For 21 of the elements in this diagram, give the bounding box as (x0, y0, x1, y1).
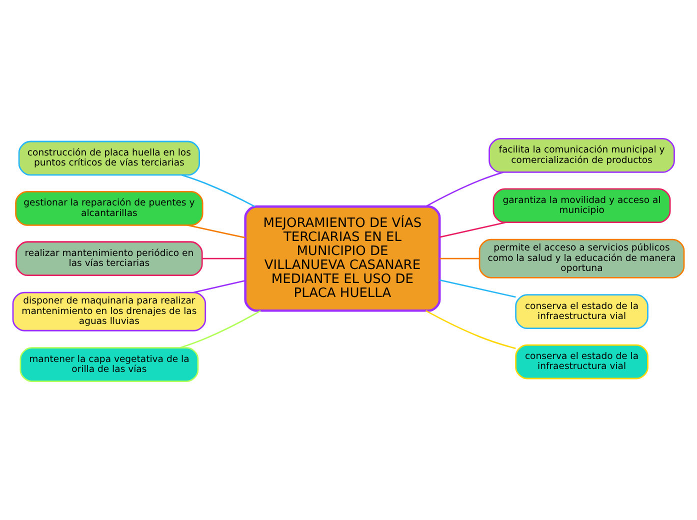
node-box: facilita la comunicación municipal y comercialización de productos (488, 138, 675, 173)
connector (439, 222, 506, 238)
connector (182, 174, 256, 208)
connector (194, 280, 246, 294)
connector (187, 224, 246, 238)
connector (180, 310, 261, 348)
node-box: permite el acceso a servicios públicos como la salud y la educación de manera oportuna (478, 238, 685, 278)
connector (439, 279, 516, 298)
connector (202, 258, 246, 260)
node-box: realizar mantenimiento periódico en las vías terciarias (16, 241, 203, 276)
node-box: conserva el estado de la infraestructura vial (515, 344, 648, 380)
connector (440, 258, 480, 260)
node-box: mantener la capa vegetativa de la orilla de las vías (20, 347, 199, 382)
node-box: garantiza la movilidad y acceso al municipio (492, 188, 671, 224)
node-box: gestionar la reparación de puentes y alcantarillas (15, 191, 204, 226)
node-box: disponer de maquinaria para realizar mantenimiento en los drenajes de las aguas lluvias (12, 292, 206, 332)
node-box: construcción de placa huella en los puntos críticos de vías terciarias (18, 140, 200, 176)
node-box: MEJORAMIENTO DE VÍAS TERCIARIAS EN EL MUNICIPIO DE VILLANUEVA CASANARE MEDIANTE EL USO DE PLACA HUELLA (244, 205, 441, 312)
node-box: conserva el estado de la infraestructura vial (515, 294, 648, 329)
connector (425, 310, 516, 350)
connector (425, 172, 504, 208)
